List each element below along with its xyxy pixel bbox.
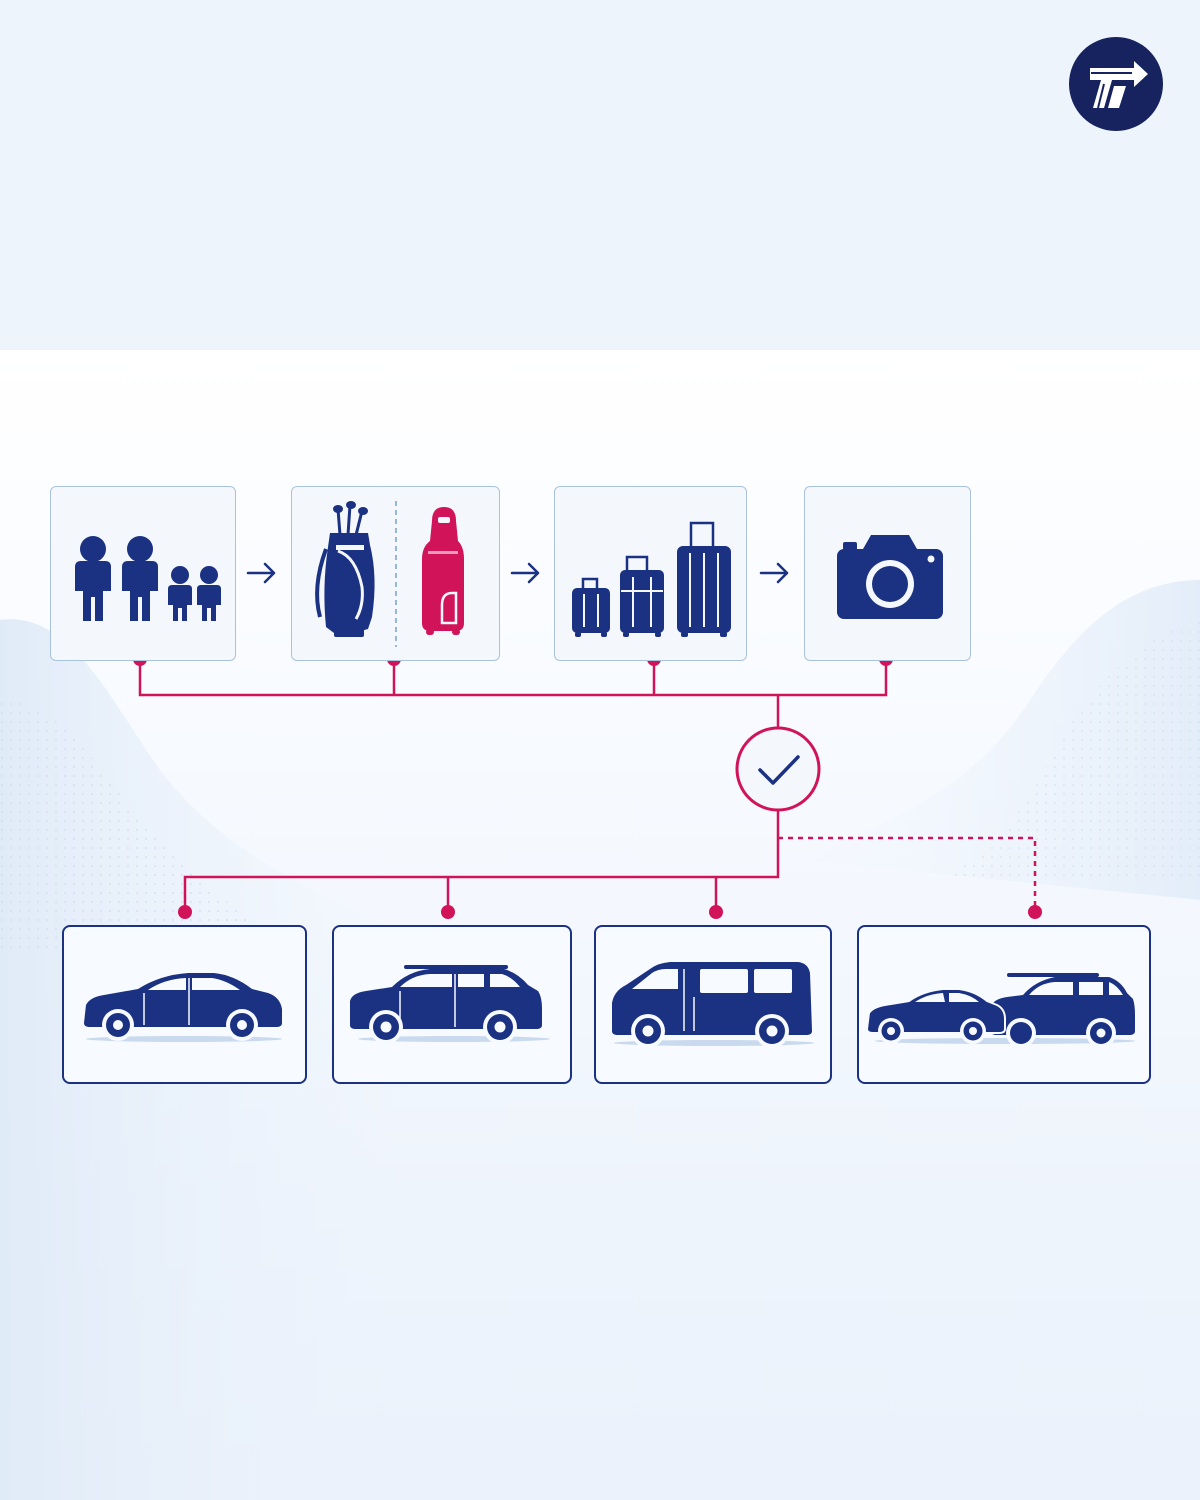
camera-icon (837, 535, 943, 619)
suv-icon (350, 965, 550, 1044)
road-arrow-logo (1069, 37, 1163, 131)
golf-bag-and-ski-case-icon (315, 501, 464, 647)
vehicle-card-suv (332, 925, 572, 1084)
arrow-right-icon (510, 562, 540, 584)
arrow-right-icon (759, 562, 789, 584)
requirement-card-passengers (50, 486, 236, 661)
checkmark-icon (735, 726, 821, 812)
arrow-right-icon (246, 562, 276, 584)
family-group-icon (75, 536, 221, 621)
vehicle-card-sedan (62, 925, 307, 1084)
sedan-icon (84, 973, 282, 1042)
requirement-card-luggage (554, 486, 747, 661)
requirement-card-special-items (291, 486, 500, 661)
connector-dot (1028, 905, 1042, 919)
vehicle-card-van (594, 925, 832, 1084)
two-vehicles-icon (865, 973, 1135, 1048)
vehicle-card-multi-vehicle (857, 925, 1151, 1084)
connector-dot (709, 905, 723, 919)
van-icon (612, 962, 814, 1048)
requirement-card-camera (804, 486, 971, 661)
suitcases-icon (572, 521, 731, 637)
connector-dot (178, 905, 192, 919)
connector-dot (441, 905, 455, 919)
